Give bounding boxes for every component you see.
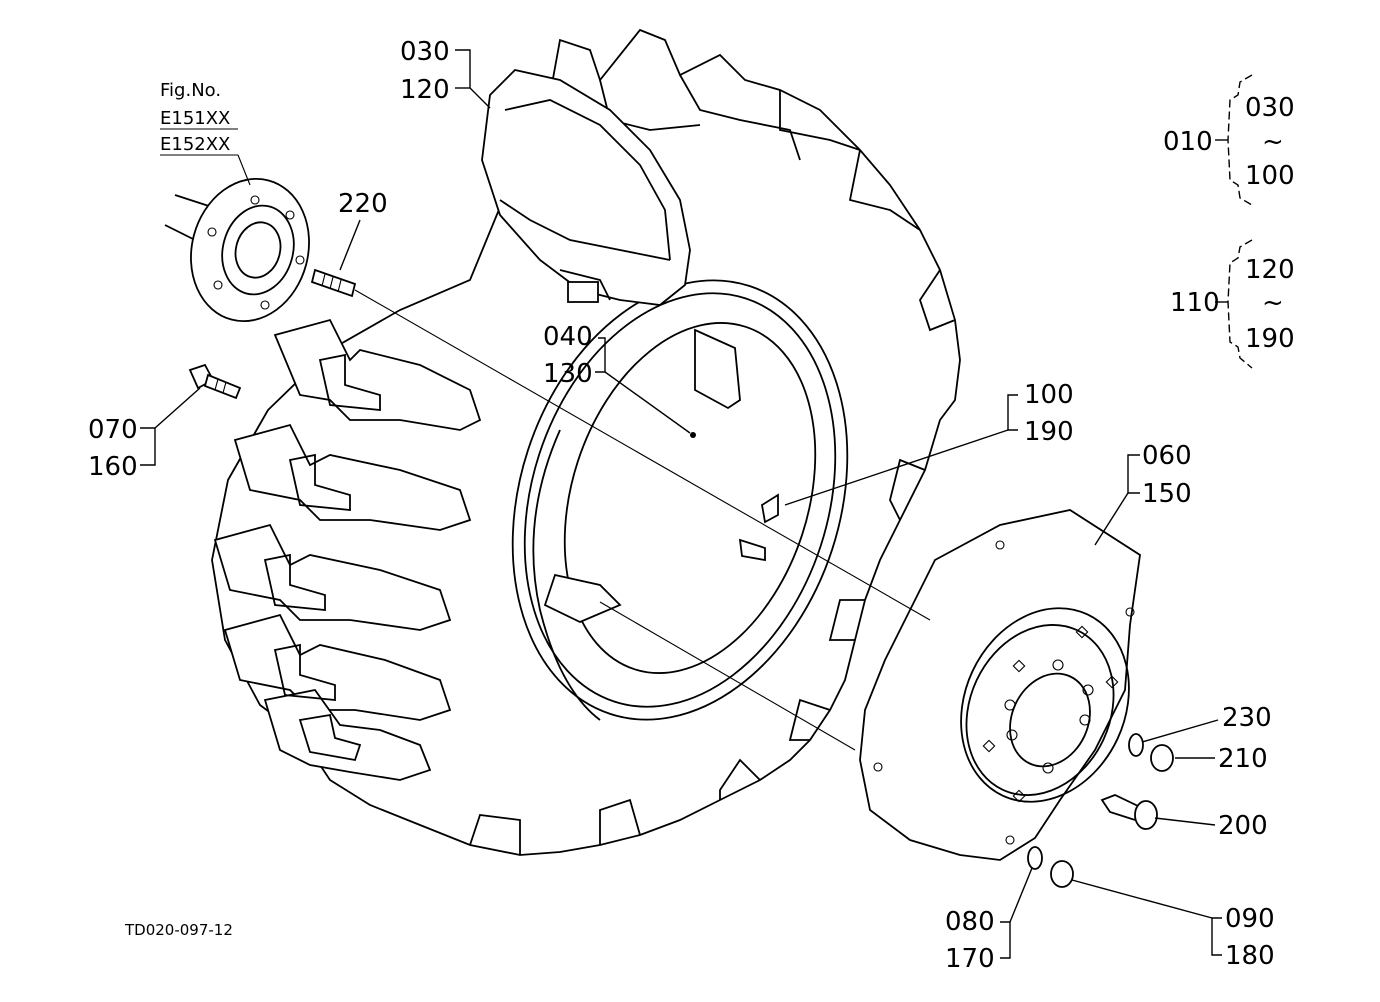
center-disc-drawing (859, 509, 1141, 861)
figure-reference: Fig.No. E151XX E152XX (160, 80, 230, 155)
assembly-110-to: 190 (1245, 324, 1295, 354)
assembly-010-from: 030 (1245, 93, 1295, 123)
assembly-010-range-mark: ~ (1262, 127, 1284, 157)
bolt-070 (188, 363, 242, 400)
assembly-110: 110 120 ~ 190 (1170, 255, 1295, 354)
axle-flange-drawing (164, 177, 310, 323)
leader-lines (140, 49, 1253, 959)
callout-210: 210 (1218, 744, 1268, 774)
callout-220: 220 (338, 189, 388, 219)
callout-160: 160 (88, 452, 138, 482)
assembly-110-range-mark: ~ (1262, 288, 1284, 318)
assembly-110-code: 110 (1170, 288, 1220, 318)
hardware-drawing (1027, 733, 1174, 888)
callout-080: 080 (945, 907, 995, 937)
callout-200: 200 (1218, 811, 1268, 841)
callout-180: 180 (1225, 941, 1275, 971)
fig-label: Fig.No. (160, 80, 221, 101)
stud-bolt-220 (310, 268, 357, 298)
callout-170: 170 (945, 944, 995, 974)
fig-code-2: E152XX (160, 134, 230, 155)
assembly-010-to: 100 (1245, 161, 1295, 191)
assembly-lines (354, 289, 931, 751)
assembly-010-code: 010 (1163, 127, 1213, 157)
assembly-010: 010 030 ~ 100 (1163, 93, 1295, 191)
callout-230: 230 (1222, 703, 1272, 733)
callout-120: 120 (400, 75, 450, 105)
callout-100: 100 (1024, 380, 1074, 410)
callout-030: 030 (400, 37, 450, 67)
callout-150: 150 (1142, 479, 1192, 509)
callout-labels: 030 120 220 070 160 040 130 100 190 060 … (88, 37, 1275, 974)
callout-060: 060 (1142, 441, 1192, 471)
callout-130: 130 (543, 359, 593, 389)
callout-040: 040 (543, 322, 593, 352)
callout-090: 090 (1225, 904, 1275, 934)
assembly-110-from: 120 (1245, 255, 1295, 285)
drawing-code: TD020-097-12 (124, 921, 233, 939)
callout-190: 190 (1024, 417, 1074, 447)
wheel-weight-drawing (481, 69, 691, 306)
callout-070: 070 (88, 415, 138, 445)
rim-drawing (511, 279, 849, 721)
fig-code-1: E151XX (160, 108, 230, 129)
